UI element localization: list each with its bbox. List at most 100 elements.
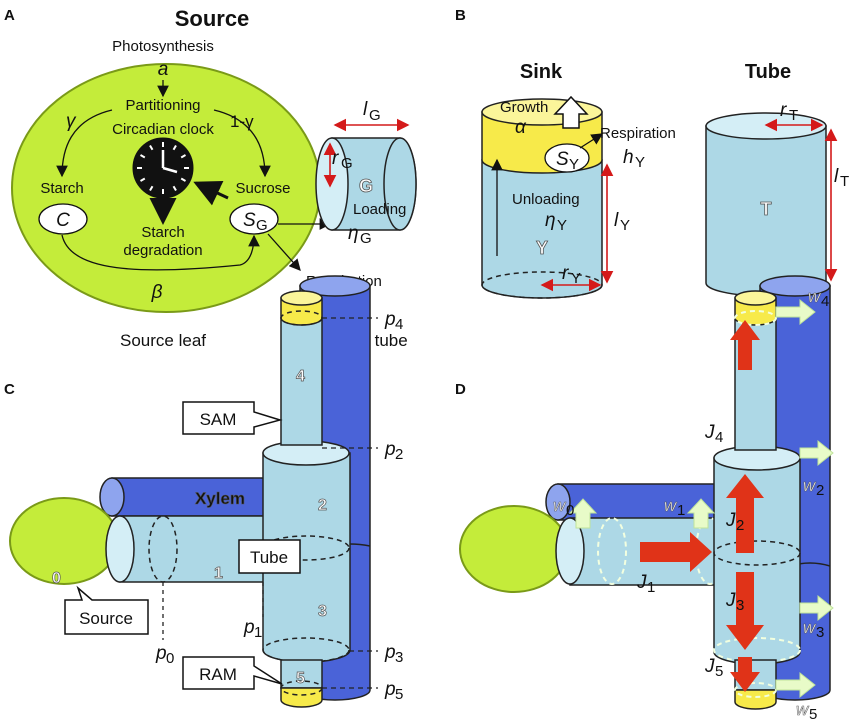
J4-sub: 4 (715, 429, 723, 446)
lY-l: l (614, 210, 619, 231)
sink-bottom-dashed (481, 271, 603, 299)
w1-w: w (664, 496, 678, 515)
seg-0-label: 0 (52, 570, 61, 587)
flux-J2-arrow (726, 474, 764, 553)
starch-label: Starch (40, 180, 83, 197)
J3-sub: 3 (736, 597, 744, 614)
seg-4-label: 4 (296, 368, 305, 385)
water-arrows (568, 298, 834, 699)
J4-J: J (704, 422, 715, 443)
photosynthesis-a: a (158, 59, 169, 80)
source-label: Source (79, 609, 133, 628)
seg-5-label: 5 (296, 670, 305, 687)
w2-w: w (803, 476, 817, 495)
panel-b: B Sink Tube Growth α S Y Respiration h Y… (455, 7, 849, 299)
sink-title: Sink (520, 61, 563, 83)
J2-J: J (725, 510, 736, 531)
phloem-horizontal (105, 515, 271, 583)
starch-degradation-label-2: degradation (123, 242, 202, 259)
tube-title: Tube (745, 61, 791, 83)
water-w0-arrow (568, 498, 598, 529)
lG-l: l (363, 99, 368, 120)
w2-sub: 2 (816, 482, 824, 499)
p3-p: p (384, 642, 396, 663)
p5-sub: 5 (395, 686, 403, 703)
J5-sub: 5 (715, 663, 723, 680)
panel-a: A Source Photosynthesis a Partitioning γ… (4, 6, 417, 350)
p2-p: p (384, 439, 396, 460)
starch-pool-C (38, 203, 88, 235)
rG-r: r (332, 148, 339, 169)
sink-respiration-label: Respiration (600, 125, 676, 142)
J2-sub: 2 (736, 517, 744, 534)
J1-J: J (636, 572, 647, 593)
sucrose-to-clock-arrow (193, 180, 229, 206)
w0-sub: 0 (566, 502, 574, 519)
sucrose-label: Sucrose (235, 180, 290, 197)
tube-callout (238, 539, 301, 574)
sucrose-pool-S-sub: G (256, 217, 268, 234)
rT-r: r (780, 100, 787, 121)
sink-pool-SY (544, 143, 590, 173)
phloem-G-label: G (359, 176, 373, 196)
lG-sub: G (369, 107, 381, 124)
rY-r: r (562, 263, 569, 284)
sink-respiration-h: h (623, 147, 634, 168)
lT-l: l (834, 166, 839, 187)
p2-sub: 2 (395, 446, 403, 463)
growth-alpha: α (515, 117, 527, 138)
w3-w: w (803, 618, 817, 637)
w5-w: w (796, 700, 810, 719)
source-title: Source (175, 6, 250, 31)
sink-respiration-h-sub: Y (635, 154, 645, 171)
J3-J: J (725, 590, 736, 611)
unloading-eta: η (545, 210, 556, 231)
seg-3-label: 3 (318, 603, 327, 620)
water-w4-arrow (775, 298, 816, 326)
p3-sub: 3 (395, 649, 403, 666)
w1-sub: 1 (677, 502, 685, 519)
xylem-horizontal-d (545, 483, 721, 521)
sink-pool-S: S (556, 149, 569, 170)
panel-a-letter: A (4, 7, 15, 24)
flux-J5-arrow (730, 657, 760, 692)
J1-sub: 1 (647, 579, 655, 596)
w4-sub: 4 (821, 293, 829, 310)
beta-label: β (151, 282, 163, 303)
source-leaf-d (459, 505, 569, 593)
source-leaf-c (9, 497, 119, 585)
p4-p: p (384, 309, 396, 330)
sink-Y-label: Y (536, 238, 548, 258)
unloading-eta-sub: Y (557, 217, 567, 234)
water-w1-arrow (686, 498, 716, 529)
starch-pool-C-label: C (56, 210, 70, 231)
clock-icon (132, 137, 194, 199)
ram-callout (182, 656, 283, 690)
flux-J3-arrow (726, 572, 764, 650)
p5-p: p (384, 679, 396, 700)
unloading-label: Unloading (512, 191, 580, 208)
phloem-segment-5 (280, 659, 323, 708)
growth-label: Growth (500, 99, 548, 116)
panel-d: D (455, 275, 834, 723)
sucrose-pool-SG (229, 203, 279, 235)
ram-label: RAM (199, 665, 237, 684)
source-callout (64, 585, 149, 635)
water-w5-arrow (775, 671, 816, 699)
rY-sub: Y (571, 270, 581, 287)
w5-sub: 5 (809, 706, 817, 723)
respiration-arrow (267, 233, 301, 271)
flux-J1-arrow (640, 532, 712, 572)
panel-b-letter: B (455, 7, 466, 24)
one-minus-gamma-label: 1-γ (230, 112, 254, 131)
starch-degradation-label-1: Starch (141, 224, 184, 241)
flux-J4-arrow (730, 320, 760, 370)
p4-sub: 4 (395, 316, 403, 333)
gamma-label: γ (66, 111, 77, 132)
rG-sub: G (341, 155, 353, 172)
circadian-clock-label: Circadian clock (112, 121, 214, 138)
w3-sub: 3 (816, 624, 824, 641)
p1-p: p (243, 617, 255, 638)
seg-2-label: 2 (318, 497, 327, 514)
